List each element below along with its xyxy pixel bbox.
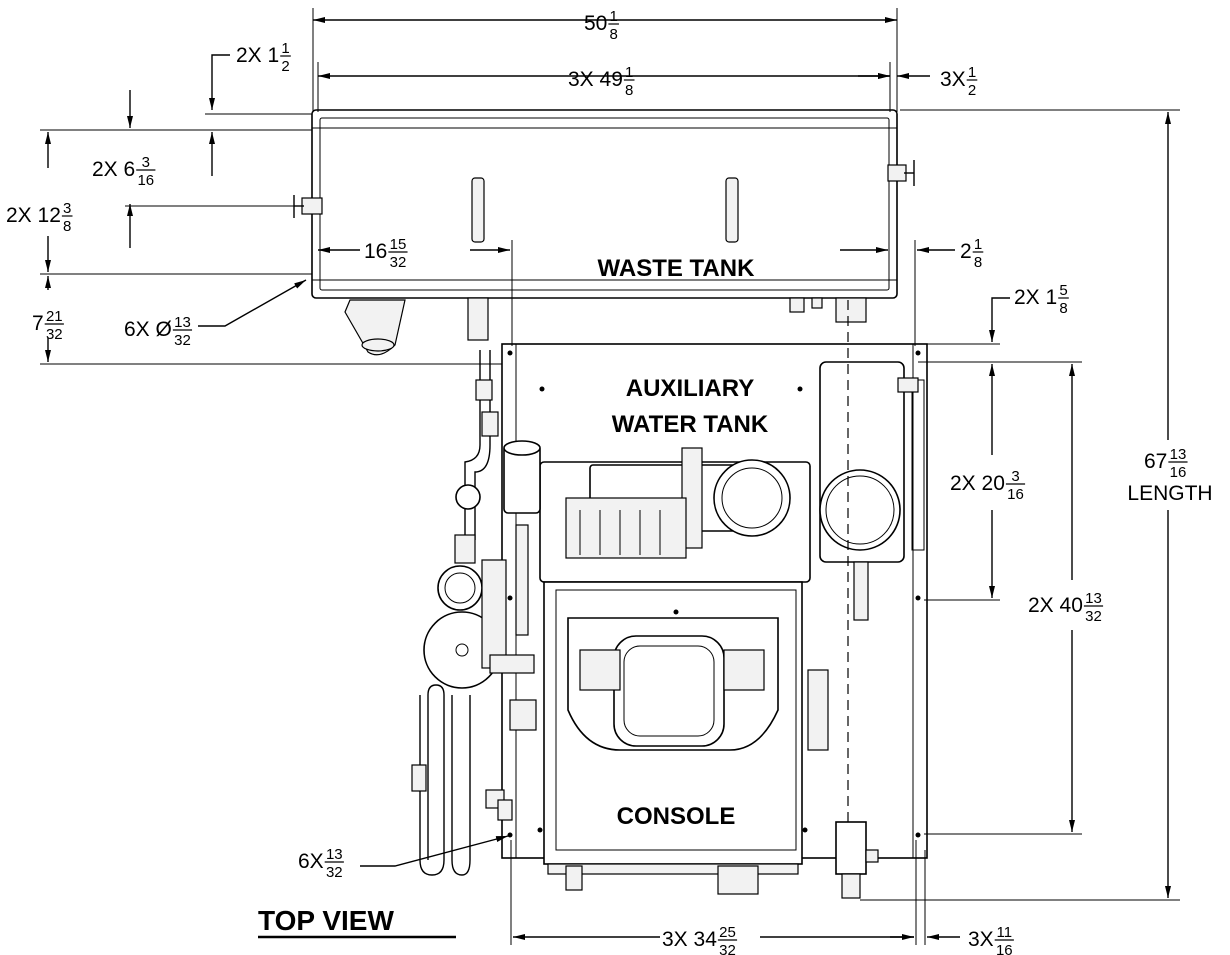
outlet-fitting xyxy=(835,821,879,899)
dim-main-text: 2X 40 xyxy=(1028,594,1083,617)
dim-main-text: 2X 12 xyxy=(6,204,61,227)
dim-numerator: 3 xyxy=(142,154,150,171)
drain-valve-left xyxy=(293,195,323,218)
dim-denominator: 32 xyxy=(326,864,343,881)
dim-main-text: 3X xyxy=(968,928,994,951)
dim-numerator: 1 xyxy=(974,236,982,253)
aux-tank-label-1: AUXILIARY xyxy=(626,375,754,402)
dim-main-text: 67 xyxy=(1144,450,1167,473)
dim-denominator: 8 xyxy=(609,26,617,43)
frame-holes xyxy=(507,350,921,838)
dim-numerator: 3 xyxy=(1011,468,1019,485)
dim-numerator: 25 xyxy=(719,924,736,941)
dim-numerator: 1 xyxy=(281,40,289,57)
console-label: CONSOLE xyxy=(617,803,736,830)
dim-numerator: 3 xyxy=(63,200,71,217)
waste-tank: WASTE TANK xyxy=(293,109,915,356)
left-plumbing xyxy=(411,350,537,876)
dim-main-text: 3X xyxy=(940,68,966,91)
dim-main-text: 2X 1 xyxy=(236,44,279,67)
dim-handle-off: 2X 6 316 xyxy=(92,154,156,189)
dim-numerator: 1 xyxy=(625,64,633,81)
tank-fitting-right xyxy=(835,297,867,323)
waste-tank-label: WASTE TANK xyxy=(598,255,756,282)
tank-outlet-pipe xyxy=(344,299,406,356)
tank-fitting xyxy=(467,297,489,341)
dim-main-text: 6X Ø xyxy=(124,318,172,341)
dim-denominator: 8 xyxy=(625,82,633,99)
dim-numerator: 13 xyxy=(1170,446,1187,463)
tank-handle-left xyxy=(471,177,485,243)
dim-denominator: 16 xyxy=(137,172,154,189)
engine-block xyxy=(613,635,725,747)
dim-numerator: 11 xyxy=(996,924,1012,941)
dim-main-text: 2X 20 xyxy=(950,472,1005,495)
dim-denominator: 2 xyxy=(968,82,976,99)
dim-main-text: 6X xyxy=(298,850,324,873)
dim-numerator: 5 xyxy=(1059,282,1067,299)
dim-numerator: 21 xyxy=(46,308,63,325)
dim-denominator: 32 xyxy=(390,254,407,271)
dim-main-text: 2X 6 xyxy=(92,158,135,181)
dim-tank-right-off: 3X 12 xyxy=(940,64,978,99)
filter-canister xyxy=(819,361,925,621)
dim-denominator: 32 xyxy=(46,326,63,343)
tank-handle-right xyxy=(725,177,739,243)
dim-numerator: 13 xyxy=(174,314,191,331)
length-caption: LENGTH xyxy=(1127,482,1212,505)
dim-numerator: 13 xyxy=(1085,590,1102,607)
dim-main-text: 50 xyxy=(584,12,607,35)
dim-denominator: 32 xyxy=(1085,608,1102,625)
aux-tank-label-2: WATER TANK xyxy=(612,411,769,438)
dim-denominator: 32 xyxy=(174,332,191,349)
dim-numerator: 13 xyxy=(326,846,343,863)
dim-numerator: 1 xyxy=(968,64,976,81)
console: CONSOLE xyxy=(537,581,829,895)
view-title: TOP VIEW xyxy=(258,905,394,936)
riser-pipe xyxy=(503,440,541,636)
drain-valve-right xyxy=(887,160,915,186)
dim-main-text: 2X 1 xyxy=(1014,286,1057,309)
hose-coil xyxy=(411,684,471,876)
dim-main-text: 3X 34 xyxy=(662,928,717,951)
dim-main-text: 2 xyxy=(960,240,972,263)
dim-denominator: 32 xyxy=(719,942,736,955)
dim-denominator: 16 xyxy=(1170,464,1187,481)
dim-numerator: 1 xyxy=(609,8,617,25)
dim-denominator: 2 xyxy=(281,58,289,75)
dim-denominator: 8 xyxy=(63,218,71,235)
dim-main-text: 16 xyxy=(364,240,387,263)
pump-assembly xyxy=(539,447,811,583)
dim-denominator: 16 xyxy=(1007,486,1024,503)
dimension-lines xyxy=(40,8,1180,945)
dim-denominator: 16 xyxy=(996,942,1013,955)
dim-denominator: 8 xyxy=(974,254,982,271)
dim-numerator: 15 xyxy=(390,236,407,253)
dim-denominator: 8 xyxy=(1059,300,1067,317)
dim-aux-tank-len: 2X 20 316 xyxy=(950,468,1026,503)
dim-main-text: 7 xyxy=(32,312,44,335)
dim-main-text: 3X 49 xyxy=(568,68,623,91)
